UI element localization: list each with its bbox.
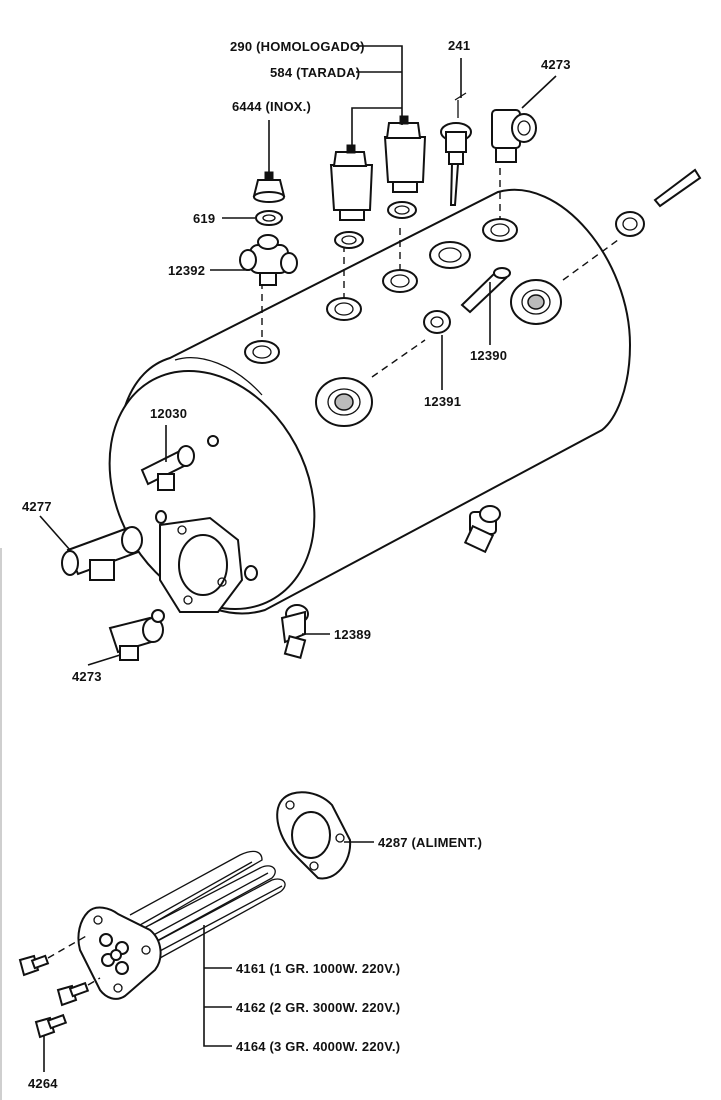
label-12391: 12391 — [424, 394, 461, 409]
probe-12390 — [460, 267, 511, 314]
label-6444: 6444 (INOX.) — [232, 99, 311, 114]
elbow-4277 — [61, 526, 143, 581]
screw-4264-2 — [56, 981, 90, 1007]
washer-584 — [387, 201, 417, 219]
label-4287: 4287 (ALIMENT.) — [378, 835, 482, 850]
tank-port-5 — [482, 218, 518, 242]
elbow-4273-bottom — [108, 609, 165, 661]
page-edge-shadow — [0, 548, 2, 1100]
elbow-12389 — [280, 604, 309, 659]
label-4273-bottom: 4273 — [72, 669, 102, 684]
screw-4264-3 — [34, 1013, 68, 1039]
label-4273-top: 4273 — [541, 57, 571, 72]
side-boss-front — [315, 377, 373, 427]
tank-port-3 — [382, 269, 418, 293]
label-4161: 4161 (1 GR. 1000W. 220V.) — [236, 961, 400, 976]
tank-port-4 — [429, 241, 471, 269]
label-4164: 4164 (3 GR. 4000W. 220V.) — [236, 1039, 400, 1054]
heating-element-plate — [77, 906, 162, 1000]
level-probe-241 — [440, 92, 472, 206]
tank-port-2 — [326, 297, 362, 321]
label-584: 584 (TARADA) — [270, 65, 360, 80]
link-line-screw-1 — [47, 934, 89, 959]
gasket-4287 — [276, 791, 352, 880]
pressure-valve-584 — [383, 115, 427, 193]
side-boss-rear — [510, 279, 562, 325]
flange-front — [155, 510, 258, 613]
nut-12391 — [423, 310, 451, 334]
tank-port-1 — [244, 340, 280, 364]
label-619: 619 — [193, 211, 215, 226]
probe-rear — [615, 168, 702, 237]
elbow-4273-top — [491, 109, 537, 163]
plug-6444 — [252, 171, 286, 203]
fitting-12030 — [140, 435, 219, 491]
link-line-12391 — [371, 339, 426, 378]
label-12030: 12030 — [150, 406, 187, 421]
label-290: 290 (HOMOLOGADO) — [230, 39, 365, 54]
label-4277: 4277 — [22, 499, 52, 514]
label-12389: 12389 — [334, 627, 371, 642]
elbow-rear-bottom — [463, 505, 501, 554]
screw-4264-1 — [18, 954, 50, 977]
washer-619 — [255, 210, 283, 226]
label-12390: 12390 — [470, 348, 507, 363]
cross-fitting-12392 — [239, 234, 298, 286]
label-12392: 12392 — [168, 263, 205, 278]
label-241: 241 — [448, 38, 470, 53]
label-4162: 4162 (2 GR. 3000W. 220V.) — [236, 1000, 400, 1015]
heating-element-tubes — [129, 850, 286, 959]
label-4264: 4264 — [28, 1076, 58, 1091]
link-line-screw-2 — [87, 977, 101, 986]
washer-290 — [334, 231, 364, 249]
safety-valve-290 — [329, 144, 374, 221]
leader-lines — [39, 45, 557, 1072]
